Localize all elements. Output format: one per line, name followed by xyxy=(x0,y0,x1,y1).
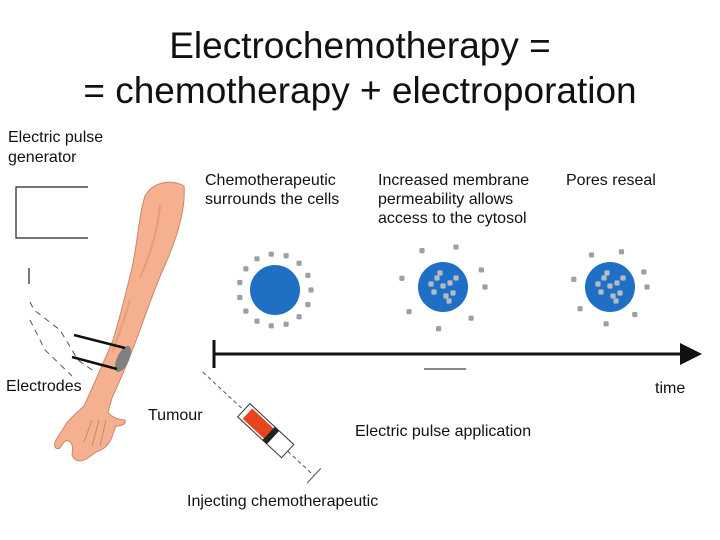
stage-1-caption: Chemotherapeutic surrounds the cells xyxy=(205,171,339,209)
drug-particle-inside xyxy=(434,275,440,281)
generator-label: Electric pulse generator xyxy=(8,128,103,168)
drug-particle-outside xyxy=(305,302,311,308)
syringe-needle xyxy=(202,371,245,411)
drug-particle-inside xyxy=(613,298,619,304)
drug-particle-inside xyxy=(437,270,443,276)
drug-particle-outside xyxy=(482,284,488,290)
drug-particle-outside xyxy=(436,326,442,332)
generator-label-line-2: generator xyxy=(8,149,77,166)
syringe-illustration xyxy=(202,371,322,484)
drug-particle-inside xyxy=(446,298,452,304)
drug-particle-inside xyxy=(601,275,607,281)
drug-particle-outside xyxy=(618,249,625,255)
drug-particle-outside xyxy=(603,321,609,327)
drug-particle-inside xyxy=(428,281,434,287)
title-line-2: = chemotherapy + electroporation xyxy=(83,70,637,111)
drug-particle-outside xyxy=(588,252,595,258)
drug-particle-outside xyxy=(419,248,425,254)
syringe-drug xyxy=(242,408,275,440)
stage-1-line-2: surrounds the cells xyxy=(205,191,340,208)
stage-3-caption: Pores reseal xyxy=(566,171,656,190)
drug-particle-inside xyxy=(617,290,623,296)
stage-2-line-1: Increased membrane xyxy=(378,172,530,189)
stage-2-caption: Increased membrane permeability allows a… xyxy=(378,171,529,228)
drug-particle-outside xyxy=(577,306,583,312)
drug-particle-inside xyxy=(610,293,616,299)
electrode-bar-upper xyxy=(73,333,126,350)
drug-particle-outside xyxy=(243,308,249,314)
drug-particle-outside xyxy=(254,256,260,262)
drug-particle-inside xyxy=(450,290,456,296)
drug-particle-inside xyxy=(443,293,449,299)
drug-particle-inside xyxy=(620,275,626,281)
stage-1-line-1: Chemotherapeutic xyxy=(205,172,336,189)
cell-stage-2 xyxy=(399,244,488,332)
drug-particle-outside xyxy=(268,323,274,329)
drug-particle-outside xyxy=(254,318,260,324)
drug-particle-outside xyxy=(283,321,289,327)
drug-particle-outside xyxy=(296,260,302,266)
drug-particle-outside xyxy=(237,294,243,301)
pulse-generator-box xyxy=(15,186,88,239)
title-line-1: Electrochemotherapy = xyxy=(169,25,551,66)
drug-particle-inside xyxy=(595,281,601,287)
drug-particle-outside xyxy=(243,266,249,272)
injecting-label: Injecting chemotherapeutic xyxy=(187,493,379,510)
generator-label-line-1: Electric pulse xyxy=(8,129,104,146)
syringe-plunger-head xyxy=(262,426,280,445)
stage-2-line-2: permeability allows xyxy=(378,191,514,208)
drug-particle-outside xyxy=(453,244,459,250)
drug-particle-outside xyxy=(641,269,647,275)
electrode-cables xyxy=(29,301,96,377)
electrode-bar-lower xyxy=(71,355,118,371)
drug-particle-outside xyxy=(644,284,650,290)
drug-particle-inside xyxy=(453,275,459,281)
drug-particle-inside xyxy=(598,289,604,295)
syringe-thumb-rest xyxy=(306,468,322,484)
drug-particle-outside xyxy=(296,314,302,320)
tumour-mark xyxy=(114,346,132,372)
drug-particle-outside xyxy=(283,253,289,259)
drug-particle-outside xyxy=(268,251,274,257)
cell-body xyxy=(250,265,300,315)
arm-shape xyxy=(54,181,185,462)
drug-particle-outside xyxy=(308,287,314,293)
drug-particle-inside xyxy=(604,270,610,276)
drug-particle-outside xyxy=(305,272,311,278)
electrodes-label: Electrodes xyxy=(6,378,82,395)
time-label: time xyxy=(655,380,686,397)
stage-2-line-3: access to the cytosol xyxy=(378,210,527,227)
drug-particle-inside xyxy=(447,280,453,286)
arm-illustration xyxy=(54,181,185,462)
syringe-plunger-rod xyxy=(287,450,315,477)
drug-particle-outside xyxy=(399,275,405,281)
drug-particle-outside xyxy=(406,309,412,315)
drug-particle-outside xyxy=(571,276,577,282)
drug-particle-outside xyxy=(468,315,474,321)
cells-group xyxy=(237,244,650,332)
cell-stage-3 xyxy=(571,249,650,327)
drug-particle-inside xyxy=(614,280,620,286)
drug-particle-outside xyxy=(237,279,243,286)
drug-particle-outside xyxy=(478,267,484,273)
tumour-label: Tumour xyxy=(148,407,203,424)
cell-stage-1 xyxy=(237,251,314,329)
stage-3-line-1: Pores reseal xyxy=(566,172,656,189)
drug-particle-inside xyxy=(607,283,613,289)
pulse-application-label: Electric pulse application xyxy=(355,423,532,440)
drug-particle-inside xyxy=(440,283,446,289)
time-axis-arrowhead xyxy=(680,343,702,365)
drug-particle-outside xyxy=(632,311,638,318)
drug-particle-inside xyxy=(431,289,437,295)
